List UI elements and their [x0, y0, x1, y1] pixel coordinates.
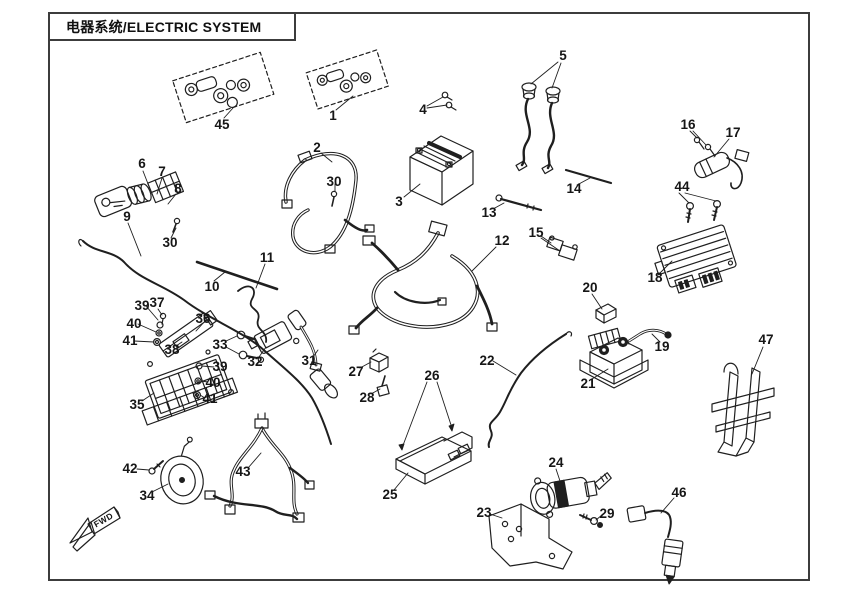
callout-8: 8 [174, 181, 182, 196]
part-16-screws-art [693, 136, 716, 157]
part-37-41-fasteners-art [153, 312, 203, 400]
callout-39b: 39 [212, 359, 227, 374]
part-20-fuse-art [595, 303, 617, 324]
diagram-frame [48, 12, 810, 581]
callout-14: 14 [566, 181, 582, 196]
callout-36: 36 [195, 311, 211, 326]
callout-18: 18 [647, 270, 663, 285]
part-45-lock-set-art [172, 51, 275, 124]
part-10-rod-art [195, 260, 279, 291]
callout-23: 23 [476, 505, 492, 520]
part-31-plug-cable-art [287, 309, 339, 399]
callout-19: 19 [654, 339, 669, 354]
part-12-main-harness-art [348, 220, 498, 335]
part-32-ignition-coil-art [247, 321, 300, 363]
part-11-cable-art [237, 285, 268, 343]
callout-6: 6 [138, 156, 146, 171]
part-28-connector-art [376, 375, 390, 397]
callout-4: 4 [419, 102, 427, 117]
callout-46: 46 [671, 485, 687, 500]
part-42-bolt-art [148, 460, 164, 475]
title-box: 电器系统/ELECTRIC SYSTEM [48, 12, 296, 41]
part-17-flasher-art [694, 148, 750, 190]
callout-5: 5 [559, 48, 567, 63]
callout-40b: 40 [205, 375, 220, 390]
callout-38: 38 [164, 342, 180, 357]
callout-26: 26 [424, 368, 440, 383]
part-15-sensor-art [546, 235, 578, 261]
part-46-sensor-art [626, 505, 684, 585]
part-22-cable-art [487, 331, 573, 448]
callout-41b: 41 [202, 391, 218, 406]
page-title: 电器系统/ELECTRIC SYSTEM [66, 18, 262, 35]
callout-34: 34 [139, 488, 155, 503]
callout-27: 27 [348, 364, 363, 379]
callout-15: 15 [528, 225, 544, 240]
callout-24: 24 [548, 455, 564, 470]
callout-28: 28 [359, 390, 375, 405]
callout-32: 32 [247, 354, 262, 369]
part-18-regulator-art [654, 224, 737, 294]
part-29-bolt-art [579, 513, 603, 528]
callout-41a: 41 [122, 333, 138, 348]
callout-39a: 39 [134, 298, 149, 313]
part-19-wire-art [625, 328, 672, 345]
part-30-screw-art [172, 190, 338, 233]
part-14-rod-art [564, 168, 613, 185]
callout-12: 12 [494, 233, 509, 248]
callout-25: 25 [382, 487, 398, 502]
part-13-screw-art [495, 194, 543, 212]
fwd-label: FWD [92, 510, 115, 529]
callout-13: 13 [481, 205, 497, 220]
callout-45: 45 [214, 117, 230, 132]
callout-17: 17 [725, 125, 740, 140]
callout-30a: 30 [326, 174, 341, 189]
part-5-spark-plug-caps-art [515, 82, 561, 175]
part-47-bracket-art [711, 362, 775, 457]
callout-11: 11 [260, 250, 275, 265]
part-25-ecu-art [395, 431, 473, 485]
callout-42: 42 [122, 461, 137, 476]
callout-10: 10 [204, 279, 219, 294]
callout-43: 43 [235, 464, 251, 479]
callout-22: 22 [479, 353, 494, 368]
part-6-7-8-ignition-switch-art [94, 171, 185, 218]
leader-lines [127, 61, 764, 521]
callout-33: 33 [212, 337, 228, 352]
fwd-arrow [69, 506, 121, 552]
callout-20: 20 [582, 280, 597, 295]
part-4-screws-art [441, 91, 457, 111]
part-23-bracket-art [488, 503, 573, 570]
part-35-fuse-box-art [141, 354, 239, 426]
part-27-relay-art [369, 348, 389, 373]
callout-47: 47 [758, 332, 773, 347]
callout-37: 37 [149, 295, 164, 310]
part-3-battery-art [409, 135, 474, 206]
part-43-harness-art [204, 412, 315, 523]
callout-30b: 30 [162, 235, 177, 250]
part-24-starter-art [529, 472, 612, 518]
callout-40a: 40 [126, 316, 141, 331]
part-1-lock-set-art [305, 49, 389, 110]
part-2-wire-harness-art [281, 150, 375, 255]
callout-35: 35 [129, 397, 145, 412]
callout-21: 21 [580, 376, 596, 391]
callout-7: 7 [158, 164, 166, 179]
callout-16: 16 [680, 117, 696, 132]
callout-31: 31 [301, 353, 317, 368]
callout-1: 1 [329, 108, 337, 123]
callout-9: 9 [123, 209, 131, 224]
part-33-bolts-art [236, 330, 258, 360]
part-9-cable-art [78, 238, 332, 445]
part-44-bolts-art [685, 200, 721, 223]
part-21-starter-relay-art [579, 327, 649, 389]
callout-44: 44 [674, 179, 690, 194]
callout-29: 29 [599, 506, 614, 521]
callout-2: 2 [313, 140, 321, 155]
part-34-horn-art [160, 436, 204, 505]
callout-labels: 1 2 3 4 5 6 7 8 9 10 11 12 13 14 15 16 1… [92, 48, 774, 529]
callout-3: 3 [395, 194, 403, 209]
